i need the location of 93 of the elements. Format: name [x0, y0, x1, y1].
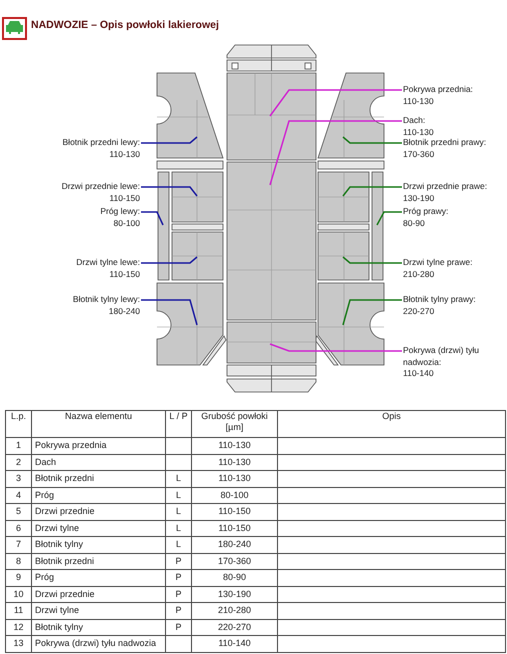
table-cell: L	[166, 487, 192, 504]
table-cell: 2	[6, 454, 32, 470]
callout-label: Błotnik tylny lewy: 180-240	[72, 294, 140, 317]
callout-label: Próg prawy: 80-90	[403, 206, 505, 229]
body-panel	[318, 282, 384, 366]
leader-line	[342, 136, 402, 144]
leader-line	[269, 120, 402, 186]
table-cell: 170-360	[192, 553, 278, 570]
table-cell: P	[166, 553, 192, 570]
table-cell: 3	[6, 470, 32, 487]
body-panel	[158, 172, 170, 280]
page-title: NADWOZIE – Opis powłoki lakierowej	[31, 19, 219, 31]
callout-label: Próg lewy: 80-100	[100, 206, 140, 229]
table-cell: 220-270	[192, 619, 278, 636]
column-header: Opis	[278, 410, 506, 438]
table-cell: 180-240	[192, 536, 278, 553]
table-cell: P	[166, 586, 192, 602]
column-header: L.p.	[6, 410, 32, 438]
body-panel	[172, 232, 224, 280]
table-cell: 8	[6, 553, 32, 570]
table-cell: 12	[6, 619, 32, 636]
table-cell: L	[166, 536, 192, 553]
table-cell: Błotnik przedni	[32, 553, 166, 570]
table-cell: L	[166, 504, 192, 520]
body-panel	[226, 72, 316, 160]
leader-line	[342, 186, 402, 196]
table-cell: 11	[6, 602, 32, 619]
column-header: L / P	[166, 410, 192, 438]
callout-label: Drzwi przednie prawe: 130-190	[403, 181, 505, 204]
callout-label: Drzwi przednie lewe: 110-150	[62, 181, 140, 204]
callout-label: Błotnik przedni lewy: 110-130	[62, 137, 140, 160]
table-cell: L	[166, 520, 192, 536]
table-cell: 110-130	[192, 470, 278, 487]
callout-label: Błotnik przedni prawy: 170-360	[403, 137, 505, 160]
body-panel	[226, 162, 316, 320]
leader-line	[141, 136, 198, 144]
table-cell: P	[166, 619, 192, 636]
table-cell: P	[166, 570, 192, 586]
table-cell: 110-130	[192, 454, 278, 470]
leader-line	[342, 256, 402, 264]
table-cell: Drzwi tylne	[32, 520, 166, 536]
table-cell: 7	[6, 536, 32, 553]
table-cell: 13	[6, 636, 32, 652]
callout-label: Pokrywa (drzwi) tyłu nadwozia: 110-140	[403, 345, 505, 380]
table-cell: Próg	[32, 570, 166, 586]
column-header: Nazwa elementu	[32, 410, 166, 438]
callout-label: Drzwi tylne lewe: 110-150	[76, 257, 140, 280]
table-cell: 210-280	[192, 602, 278, 619]
leader-line	[141, 256, 198, 264]
table-cell: Dach	[32, 454, 166, 470]
table-cell: Pokrywa (drzwi) tyłu nadwozia	[32, 636, 166, 652]
body-panel	[172, 172, 224, 222]
body-panel	[318, 72, 384, 158]
table-cell: Drzwi tylne	[32, 602, 166, 619]
leader-line	[141, 186, 198, 196]
callout-label: Błotnik tylny prawy: 220-270	[403, 294, 505, 317]
callout-label: Dach: 110-130	[403, 115, 505, 138]
table-cell: Błotnik przedni	[32, 470, 166, 487]
table-cell: Drzwi przednie	[32, 586, 166, 602]
leader-line	[269, 89, 402, 116]
table-cell: Drzwi przednie	[32, 504, 166, 520]
table-cell: 110-150	[192, 520, 278, 536]
column-header: Grubość powłoki [µm]	[192, 410, 278, 438]
table-cell: 80-90	[192, 570, 278, 586]
table-cell: Próg	[32, 487, 166, 504]
table-cell: L	[166, 470, 192, 487]
callout-label: Drzwi tylne prawe: 210-280	[403, 257, 505, 280]
table-cell: 1	[6, 438, 32, 454]
table-cell: 110-130	[192, 438, 278, 454]
table-cell: 4	[6, 487, 32, 504]
table-cell: Pokrywa przednia	[32, 438, 166, 454]
table-cell: Błotnik tylny	[32, 536, 166, 553]
body-panel	[226, 322, 316, 364]
table-cell: P	[166, 602, 192, 619]
leader-line	[342, 299, 402, 326]
leader-line	[376, 211, 402, 226]
body-panel	[372, 172, 384, 280]
table-cell: 10	[6, 586, 32, 602]
body-panel	[156, 72, 224, 158]
callout-label: Pokrywa przednia: 110-130	[403, 84, 505, 107]
table-cell: 110-140	[192, 636, 278, 652]
body-panel	[156, 282, 224, 366]
body-panel	[318, 172, 370, 222]
table-cell: 5	[6, 504, 32, 520]
leader-line	[141, 211, 164, 226]
body-panel	[318, 232, 370, 280]
table-cell: 9	[6, 570, 32, 586]
table-cell: 6	[6, 520, 32, 536]
table-cell: 80-100	[192, 487, 278, 504]
table-cell: 130-190	[192, 586, 278, 602]
table-cell: 110-150	[192, 504, 278, 520]
table-cell: Błotnik tylny	[32, 619, 166, 636]
leader-line	[270, 343, 402, 352]
